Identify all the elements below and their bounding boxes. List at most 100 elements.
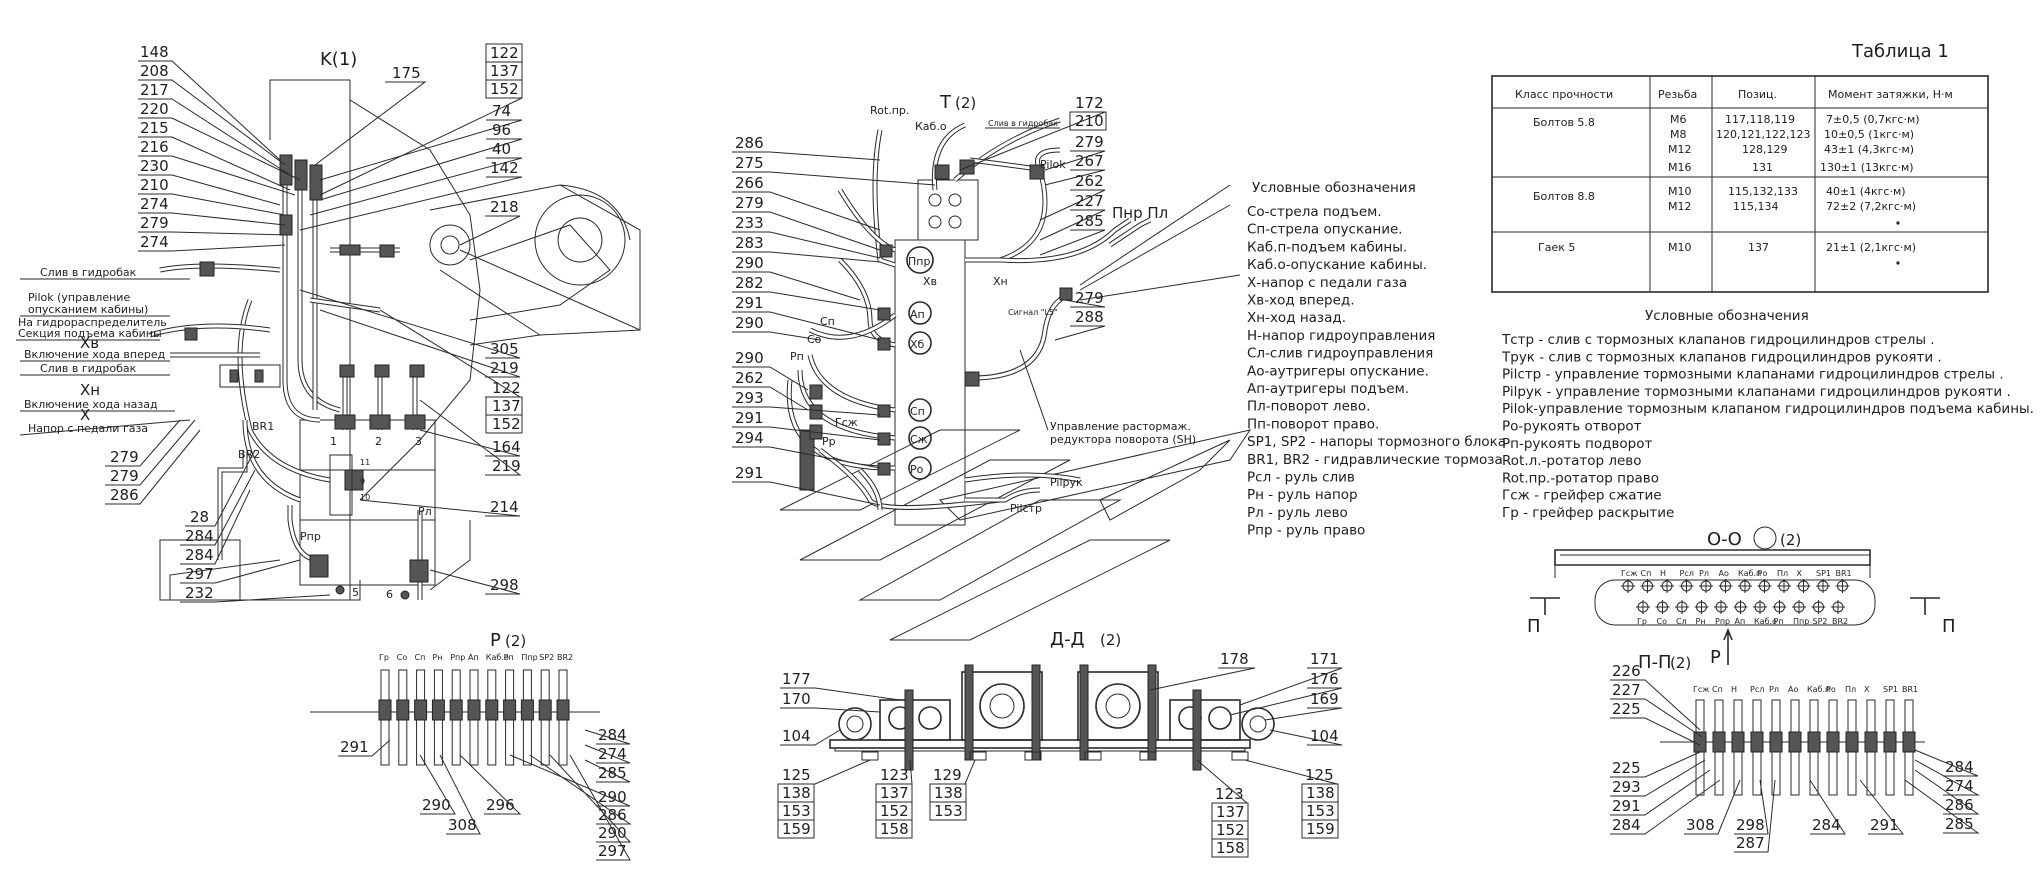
pp-port-label: Рсл (1750, 685, 1764, 694)
svg-text:Сп: Сп (820, 315, 835, 328)
callout-274b: 274 (138, 233, 286, 252)
svg-text:217: 217 (140, 81, 169, 99)
pp-port-label: Н (1731, 685, 1737, 694)
legend-1-item: Ап-аутригеры подъем. (1247, 381, 1409, 397)
svg-text:170: 170 (782, 690, 811, 708)
svg-text:227: 227 (1612, 681, 1641, 699)
callout-74: 74 (319, 102, 523, 181)
callout-216: 216 (138, 138, 296, 196)
svg-text:Сж: Сж (910, 433, 928, 446)
k-left-callouts: 148 208 217 220 215 216 (138, 43, 301, 252)
svg-text:175: 175 (392, 64, 421, 82)
svg-text:115,134: 115,134 (1733, 200, 1779, 213)
svg-text:220: 220 (140, 100, 169, 118)
p-port-label: Сп (415, 653, 426, 662)
svg-text:11: 11 (360, 458, 370, 467)
svg-text:138: 138 (934, 784, 963, 802)
pp-port-label: Пл (1845, 685, 1856, 694)
svg-text:152: 152 (490, 80, 519, 98)
legend-1-item: Хн-ход назад. (1247, 310, 1346, 326)
svg-text:Хв: Хв (923, 275, 937, 288)
svg-text:Рр: Рр (822, 435, 836, 448)
svg-text:Сигнал "L5": Сигнал "L5" (1008, 308, 1058, 317)
svg-text:7±0,5 (0,7кгс·м): 7±0,5 (0,7кгс·м) (1826, 113, 1920, 126)
svg-text:10±0,5 (1кгс·м): 10±0,5 (1кгс·м) (1824, 128, 1914, 141)
svg-text:297: 297 (598, 842, 627, 860)
pp-port-label: Ао (1788, 685, 1798, 694)
o-port-bottom-label: Рн (1696, 617, 1706, 626)
o-port-bottom-label: Рпр (1715, 617, 1730, 626)
svg-text:153: 153 (934, 802, 963, 820)
svg-text:274: 274 (140, 233, 169, 251)
svg-text:M16: M16 (1668, 161, 1692, 174)
svg-text:5: 5 (352, 586, 359, 599)
svg-text:275: 275 (735, 154, 764, 172)
o-port-bottom-label: Ппр (1793, 617, 1809, 626)
svg-text:130±1 (13кгс·м): 130±1 (13кгс·м) (1820, 161, 1914, 174)
svg-text:Р: Р (1710, 647, 1721, 668)
callout-40: 40 (309, 140, 523, 216)
pp-port-label: BR1 (1902, 685, 1918, 694)
svg-text:274: 274 (1945, 777, 1974, 795)
svg-text:137: 137 (880, 784, 909, 802)
p-port-label: Рн (432, 653, 442, 662)
svg-text:137: 137 (492, 397, 521, 415)
legend-1-item: Рпр - руль право (1247, 523, 1365, 539)
svg-text:104: 104 (1310, 727, 1339, 745)
svg-text:Гсж: Гсж (835, 416, 858, 429)
svg-text:123: 123 (880, 766, 909, 784)
svg-text:Пнр Пл: Пнр Пл (1112, 204, 1168, 222)
legend-1-item: Пл-поворот лево. (1247, 399, 1370, 415)
svg-text:3: 3 (415, 435, 422, 448)
view-p-title: P (490, 630, 501, 651)
svg-text:266: 266 (735, 174, 764, 192)
o-port-bottom-label: BR2 (1832, 617, 1848, 626)
callout-210: 210 (138, 176, 286, 216)
svg-text:43±1 (4,3кгс·м): 43±1 (4,3кгс·м) (1824, 143, 1914, 156)
legend-1-item: Сл-слив гидроуправления (1247, 346, 1433, 362)
svg-text:308: 308 (1686, 816, 1715, 834)
svg-text:122: 122 (490, 44, 519, 62)
legend-2-item: Pilрук - управление тормозными клапанами… (1502, 384, 2011, 400)
svg-text:Секция подъема кабины: Секция подъема кабины (18, 327, 162, 340)
svg-text:40±1 (4кгс·м): 40±1 (4кгс·м) (1826, 185, 1906, 198)
pp-port-label: SP1 (1883, 685, 1898, 694)
svg-text:286: 286 (1945, 796, 1974, 814)
legend-2-item: Рп-рукоять подворот (1502, 436, 1653, 452)
legend-1-item: Рн - руль напор (1247, 487, 1358, 503)
o-port-bottom-label: Каб.о (1754, 617, 1777, 626)
pp-port-label: Х (1864, 685, 1870, 694)
svg-text:123: 123 (1215, 785, 1244, 803)
svg-text:Хн: Хн (80, 381, 100, 399)
p-port-label: Рпр (450, 653, 465, 662)
svg-text:Болтов 8.8: Болтов 8.8 (1533, 190, 1595, 203)
callout-96: 96 (319, 121, 523, 201)
svg-text:BR1: BR1 (252, 420, 274, 433)
svg-text:(2): (2) (955, 94, 976, 112)
svg-text:286: 286 (735, 134, 764, 152)
d-callouts: 177 170 104 125 138 153 159 123 137 152 … (777, 650, 1343, 858)
svg-text:6: 6 (386, 588, 393, 601)
svg-text:286: 286 (598, 806, 627, 824)
legend-2-item: Тстр - слив с тормозных клапанов гидроци… (1501, 332, 1935, 348)
svg-text:опусканием кабины): опусканием кабины) (28, 303, 148, 316)
svg-text:131: 131 (1752, 161, 1773, 174)
o-port-top-label: Ао (1719, 569, 1729, 578)
svg-text:279: 279 (735, 194, 764, 212)
callout-274a: 274 (138, 195, 286, 226)
svg-text:M10: M10 (1668, 241, 1692, 254)
view-pp-title: П-П (1638, 652, 1672, 673)
o-port-top-label: Каб.п (1738, 569, 1761, 578)
svg-text:178: 178 (1220, 650, 1249, 668)
o-port-top-label: Ро (1758, 569, 1768, 578)
view-k-title: K(1) (320, 49, 357, 70)
svg-text:Сп: Сп (910, 405, 925, 418)
svg-text:Болтов 5.8: Болтов 5.8 (1533, 116, 1595, 129)
svg-text:232: 232 (185, 584, 214, 602)
view-t: T (2) Ппр Ап Хб Сп Сж Ро Хв (732, 92, 1252, 641)
o-port-top-label: Рсл (1680, 569, 1694, 578)
svg-text:290: 290 (735, 349, 764, 367)
